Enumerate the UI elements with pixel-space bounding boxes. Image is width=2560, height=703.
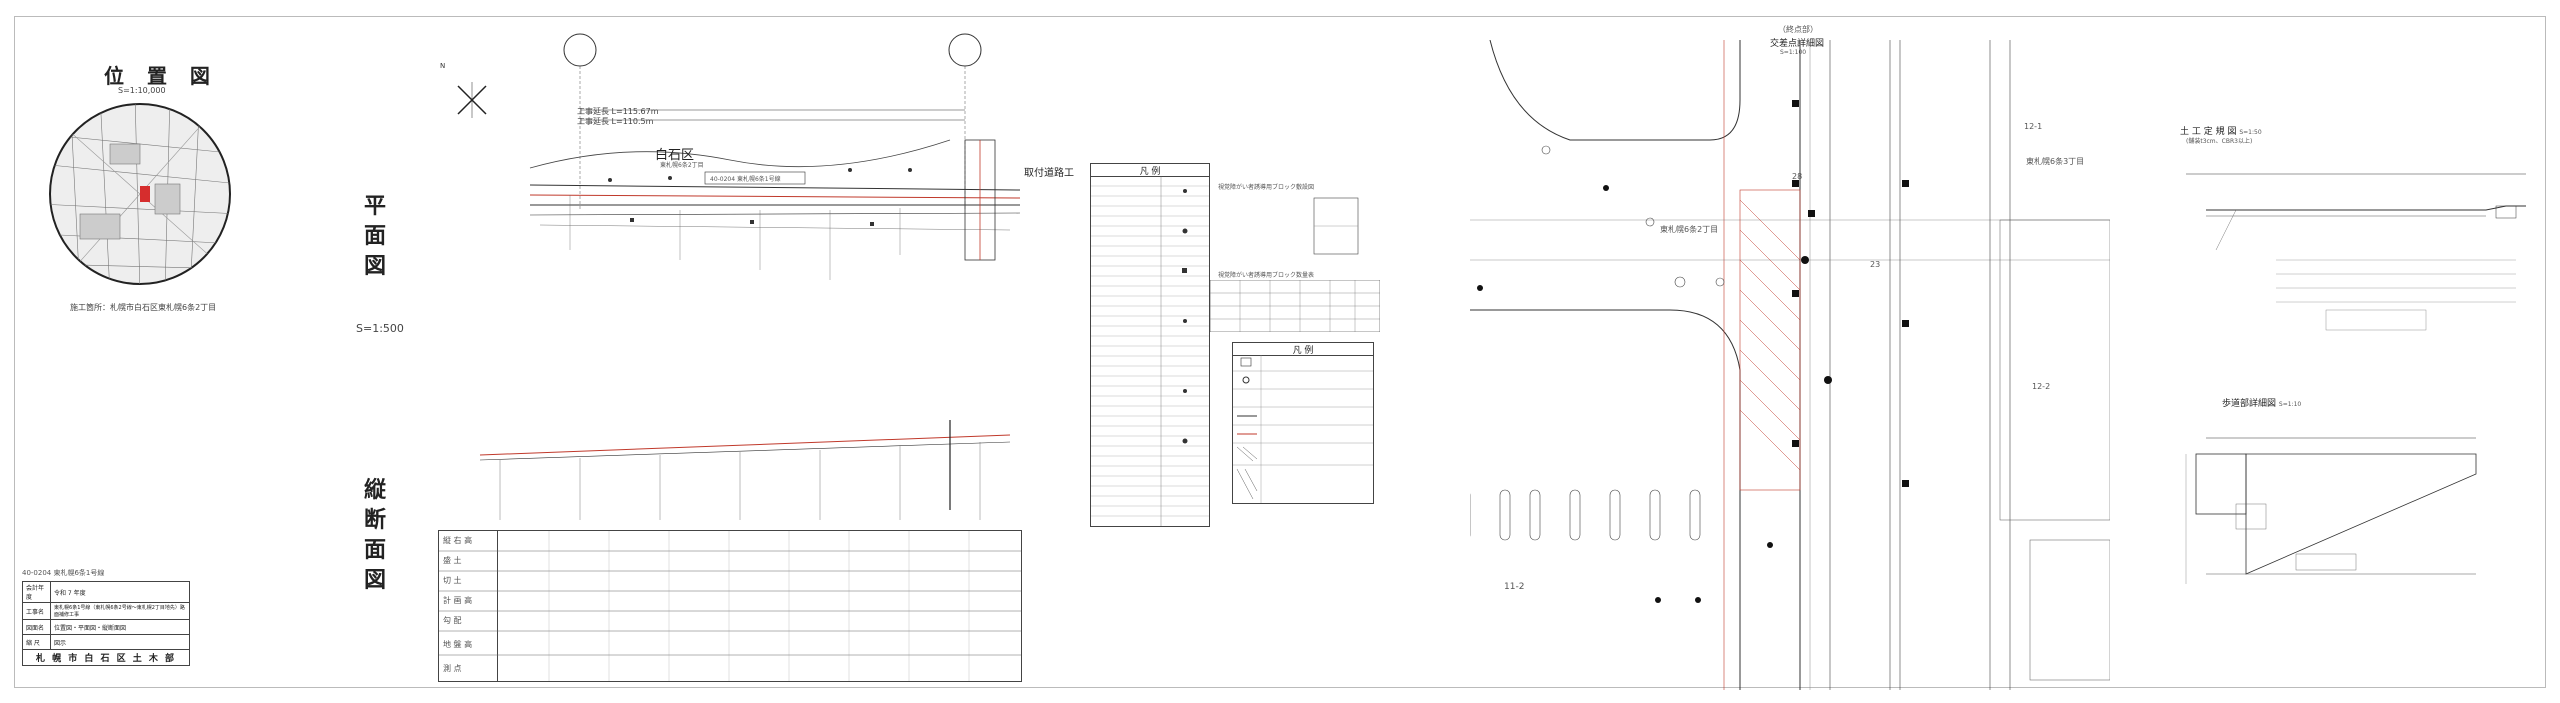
detail-address-right: 東札幌6条3丁目 [2026,157,2085,166]
route-box: 40-0204 東札幌6条1号線 [710,176,781,183]
earthwork-sub: (舗装t3cm、CBR3以上) [2186,138,2253,145]
detail-title: 交差点詳細図 [1770,39,1825,49]
profile-table: 縦 右 高 盛 土 切 土 計 画 高 勾 配 地 盤 高 測 点 [438,530,1022,682]
district-label: 白石区 [655,148,695,163]
block-layout-drawing [1313,197,1359,255]
sidewalk-title: 歩道部詳細図 S=1:10 [2222,399,2302,409]
site-marker-icon [140,186,150,202]
title-block-footer: 札 幌 市 白 石 区 土 木 部 [22,649,190,666]
sidewalk-section-drawing [2185,437,2477,584]
detail-address: 東札幌6条2丁目 [1660,225,1719,234]
title-block-header: 40-0204 東札幌6条1号線 [22,569,105,577]
address-small: 東札幌6条2丁目 [660,162,704,169]
plan-label: 平 面 図 [363,194,386,279]
profile-label: 縦 断 面 図 [363,478,386,593]
location-map-title: 位 置 図 [104,64,218,88]
profile-graph [479,420,1011,520]
legend-main: 凡 例 [1090,163,1210,527]
detail-scale: S=1:100 [1780,49,1807,56]
site-caption: 施工箇所：札幌市白石区東札幌6条2丁目 [70,303,217,312]
svg-text:N: N [440,62,445,70]
drawing-frame [14,16,2546,688]
block-title-2: 視覚障がい者誘導用ブロック数量表 [1218,272,1315,279]
plan-scale: S=1:500 [356,322,404,335]
intersection-detail-drawing [1470,40,2110,690]
plan-view-drawing: N [440,33,1021,280]
block-title-1: 視覚障がい者誘導用ブロック敷設図 [1218,184,1315,191]
detail-subtitle: （終点部） [1778,25,1818,34]
earthwork-title: 土 工 定 規 図 S=1:50 [2180,127,2262,137]
earthwork-section-drawing [2186,173,2526,331]
title-block: 40-0204 東札幌6条1号線 会計年度令和 7 年度 工事名東札幌6条1号線… [21,568,190,666]
span-top: 工事延長 L=115.67m [577,107,659,116]
legend-second: 凡 例 [1232,342,1374,504]
span-bottom: 工事延長 L=110.5m [577,117,654,126]
location-map-scale: S=1:10,000 [118,86,166,95]
location-map-circle [49,103,231,285]
block-quantity-table [1210,280,1380,332]
work-label: 取付道路工 [1024,168,1074,179]
